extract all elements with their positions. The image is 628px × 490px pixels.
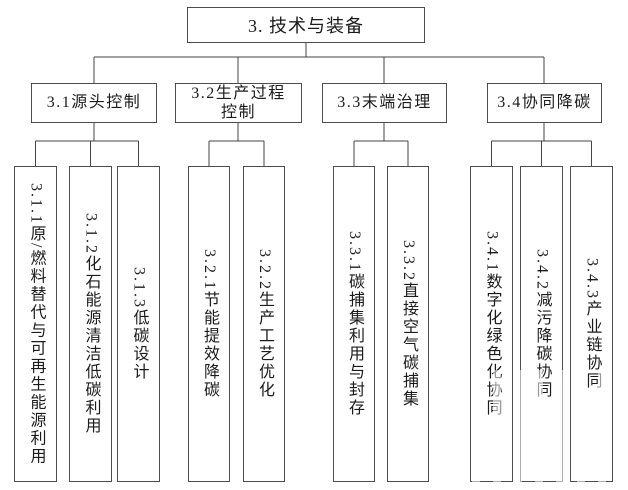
leaf-node-3-4-2-label: 3.4.2减污降碳协同 [533,249,551,399]
connector-branch-3-4 [491,123,592,166]
leaf-node-3-1-1: 3.1.1原/燃料替代与可再生能源利用 [14,166,57,482]
leaf-node-3-2-1-label: 3.2.1节能提效降碳 [201,249,218,399]
connector-branch-3-3 [353,123,409,166]
branch-node-3-1-label: 3.1源头控制 [46,94,142,112]
connector-branch-3-1 [35,123,139,166]
leaf-node-3-2-2-label: 3.2.2生产工艺优化 [256,249,273,399]
leaf-node-3-1-3-label: 3.1.3低碳设计 [130,267,148,381]
branch-node-3-4: 3.4协同降碳 [487,83,602,123]
branch-node-3-2-label: 3.2生产过程 控制 [191,84,286,121]
leaf-node-3-2-2: 3.2.2生产工艺优化 [243,166,285,482]
leaf-node-3-4-3-label: 3.4.3产业链协同 [583,258,601,390]
leaf-node-3-1-3: 3.1.3低碳设计 [117,166,160,482]
leaf-node-3-4-1: 3.4.1数字化绿色化协同 [470,166,513,482]
leaf-node-3-4-1-label: 3.4.1数字化绿色化协同 [483,231,501,417]
leaf-node-3-3-1-label: 3.3.1碳捕集利用与封存 [346,231,363,417]
branch-node-3-1: 3.1源头控制 [31,83,157,123]
leaf-node-3-1-2-label: 3.1.2化石能源清洁低碳利用 [82,213,100,435]
leaf-node-3-4-2: 3.4.2减污降碳协同 [520,166,563,482]
branch-node-3-3-label: 3.3末端治理 [337,94,432,112]
branch-node-3-2: 3.2生产过程 控制 [175,83,302,123]
branch-node-3-4-label: 3.4协同降碳 [497,94,592,112]
leaf-node-3-3-1: 3.3.1碳捕集利用与封存 [333,166,375,482]
connector-root [93,43,545,83]
root-node: 3. 技术与装备 [187,7,425,43]
leaf-node-3-3-2: 3.3.2直接空气碳捕集 [387,166,429,482]
leaf-node-3-3-2-label: 3.3.2直接空气碳捕集 [400,240,417,408]
leaf-node-3-4-3: 3.4.3产业链协同 [570,166,613,482]
leaf-node-3-1-2: 3.1.2化石能源清洁低碳利用 [69,166,112,482]
connector-branch-3-2 [208,123,265,166]
root-node-label: 3. 技术与装备 [248,16,364,36]
leaf-node-3-2-1: 3.2.1节能提效降碳 [188,166,230,482]
branch-node-3-3: 3.3末端治理 [322,83,447,123]
leaf-node-3-1-1-label: 3.1.1原/燃料替代与可再生能源利用 [27,182,45,466]
